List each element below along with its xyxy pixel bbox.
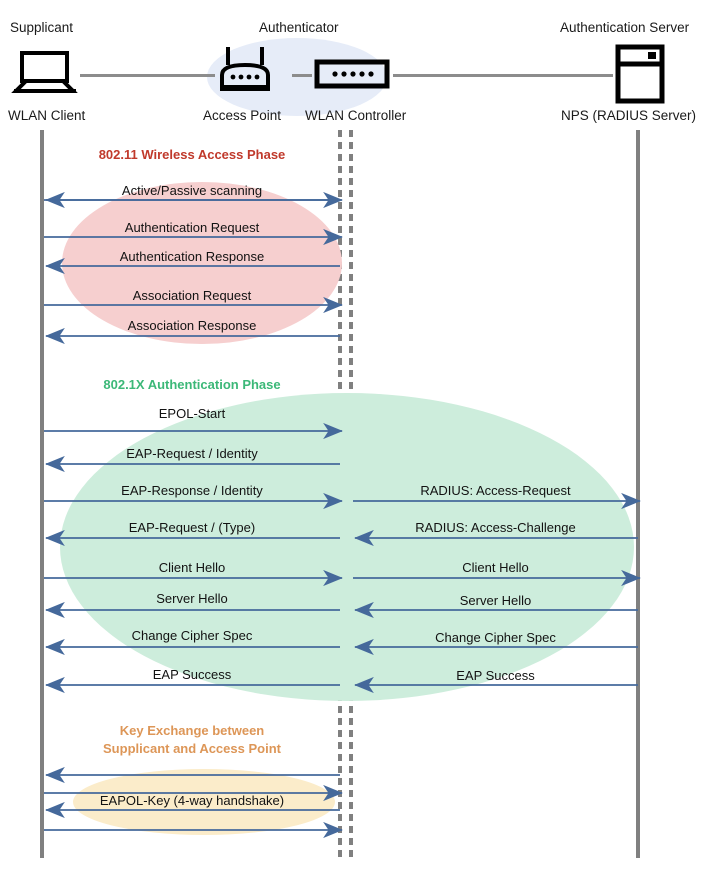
- message-label-eap-request-identity: EAP-Request / Identity: [126, 446, 258, 461]
- message-label-active-passive-scanning: Active/Passive scanning: [121, 183, 263, 198]
- actor-role-supplicant: Supplicant: [10, 20, 74, 35]
- server-icon: [615, 44, 665, 104]
- message-label-epol-start: EPOL-Start: [158, 406, 226, 421]
- lifeline-supplicant: [40, 130, 44, 858]
- message-label-change-cipher-spec-left: Change Cipher Spec: [131, 628, 253, 643]
- phase-highlight-key-exchange: [73, 769, 335, 835]
- message-label-eap-success-left: EAP Success: [152, 667, 232, 682]
- wire-client-to-ap: [80, 74, 215, 77]
- message-label-server-hello-left: Server Hello: [156, 591, 228, 606]
- phase-caption-8021x-authentication: 802.1X Authentication Phase: [103, 377, 281, 392]
- phase-caption-key-exchange-line2: Supplicant and Access Point: [103, 741, 281, 756]
- wire-ap-to-controller: [292, 74, 312, 77]
- phase-caption-key-exchange-line1: Key Exchange between: [119, 723, 265, 738]
- actor-device-nps-radius-server: NPS (RADIUS Server): [561, 108, 697, 123]
- message-label-client-hello-left: Client Hello: [158, 560, 226, 575]
- phase-highlight-8021x: [60, 393, 634, 701]
- message-label-eapol-key-4way-handshake: EAPOL-Key (4-way handshake): [99, 793, 285, 808]
- actor-role-authentication-server: Authentication Server: [560, 20, 690, 35]
- authenticator-group-highlight: [207, 38, 387, 116]
- message-label-authentication-request: Authentication Request: [124, 220, 260, 235]
- message-label-radius-access-request: RADIUS: Access-Request: [420, 483, 571, 498]
- actor-device-wlan-client: WLAN Client: [8, 108, 86, 123]
- message-label-server-hello-right: Server Hello: [459, 593, 532, 608]
- phase-caption-wireless-access: 802.11 Wireless Access Phase: [98, 147, 286, 162]
- actor-role-authenticator: Authenticator: [259, 20, 339, 35]
- message-label-association-request: Association Request: [132, 288, 252, 303]
- access-point-icon: [214, 45, 276, 97]
- message-label-eap-success-right: EAP Success: [456, 668, 535, 683]
- message-label-change-cipher-spec-right: Change Cipher Spec: [435, 630, 556, 645]
- message-label-association-response: Association Response: [127, 318, 257, 333]
- message-label-authentication-response: Authentication Response: [119, 249, 265, 264]
- message-label-eap-response-identity: EAP-Response / Identity: [121, 483, 263, 498]
- phase-highlight-wireless: [62, 182, 342, 344]
- laptop-icon: [10, 48, 82, 96]
- message-label-client-hello-right: Client Hello: [462, 560, 529, 575]
- actor-device-access-point: Access Point: [203, 108, 282, 123]
- wlan-controller-icon: [314, 59, 390, 89]
- message-label-radius-access-challenge: RADIUS: Access-Challenge: [415, 520, 576, 535]
- actor-device-wlan-controller: WLAN Controller: [305, 108, 407, 123]
- wire-controller-to-server: [393, 74, 613, 77]
- message-label-eap-request-type: EAP-Request / (Type): [128, 520, 256, 535]
